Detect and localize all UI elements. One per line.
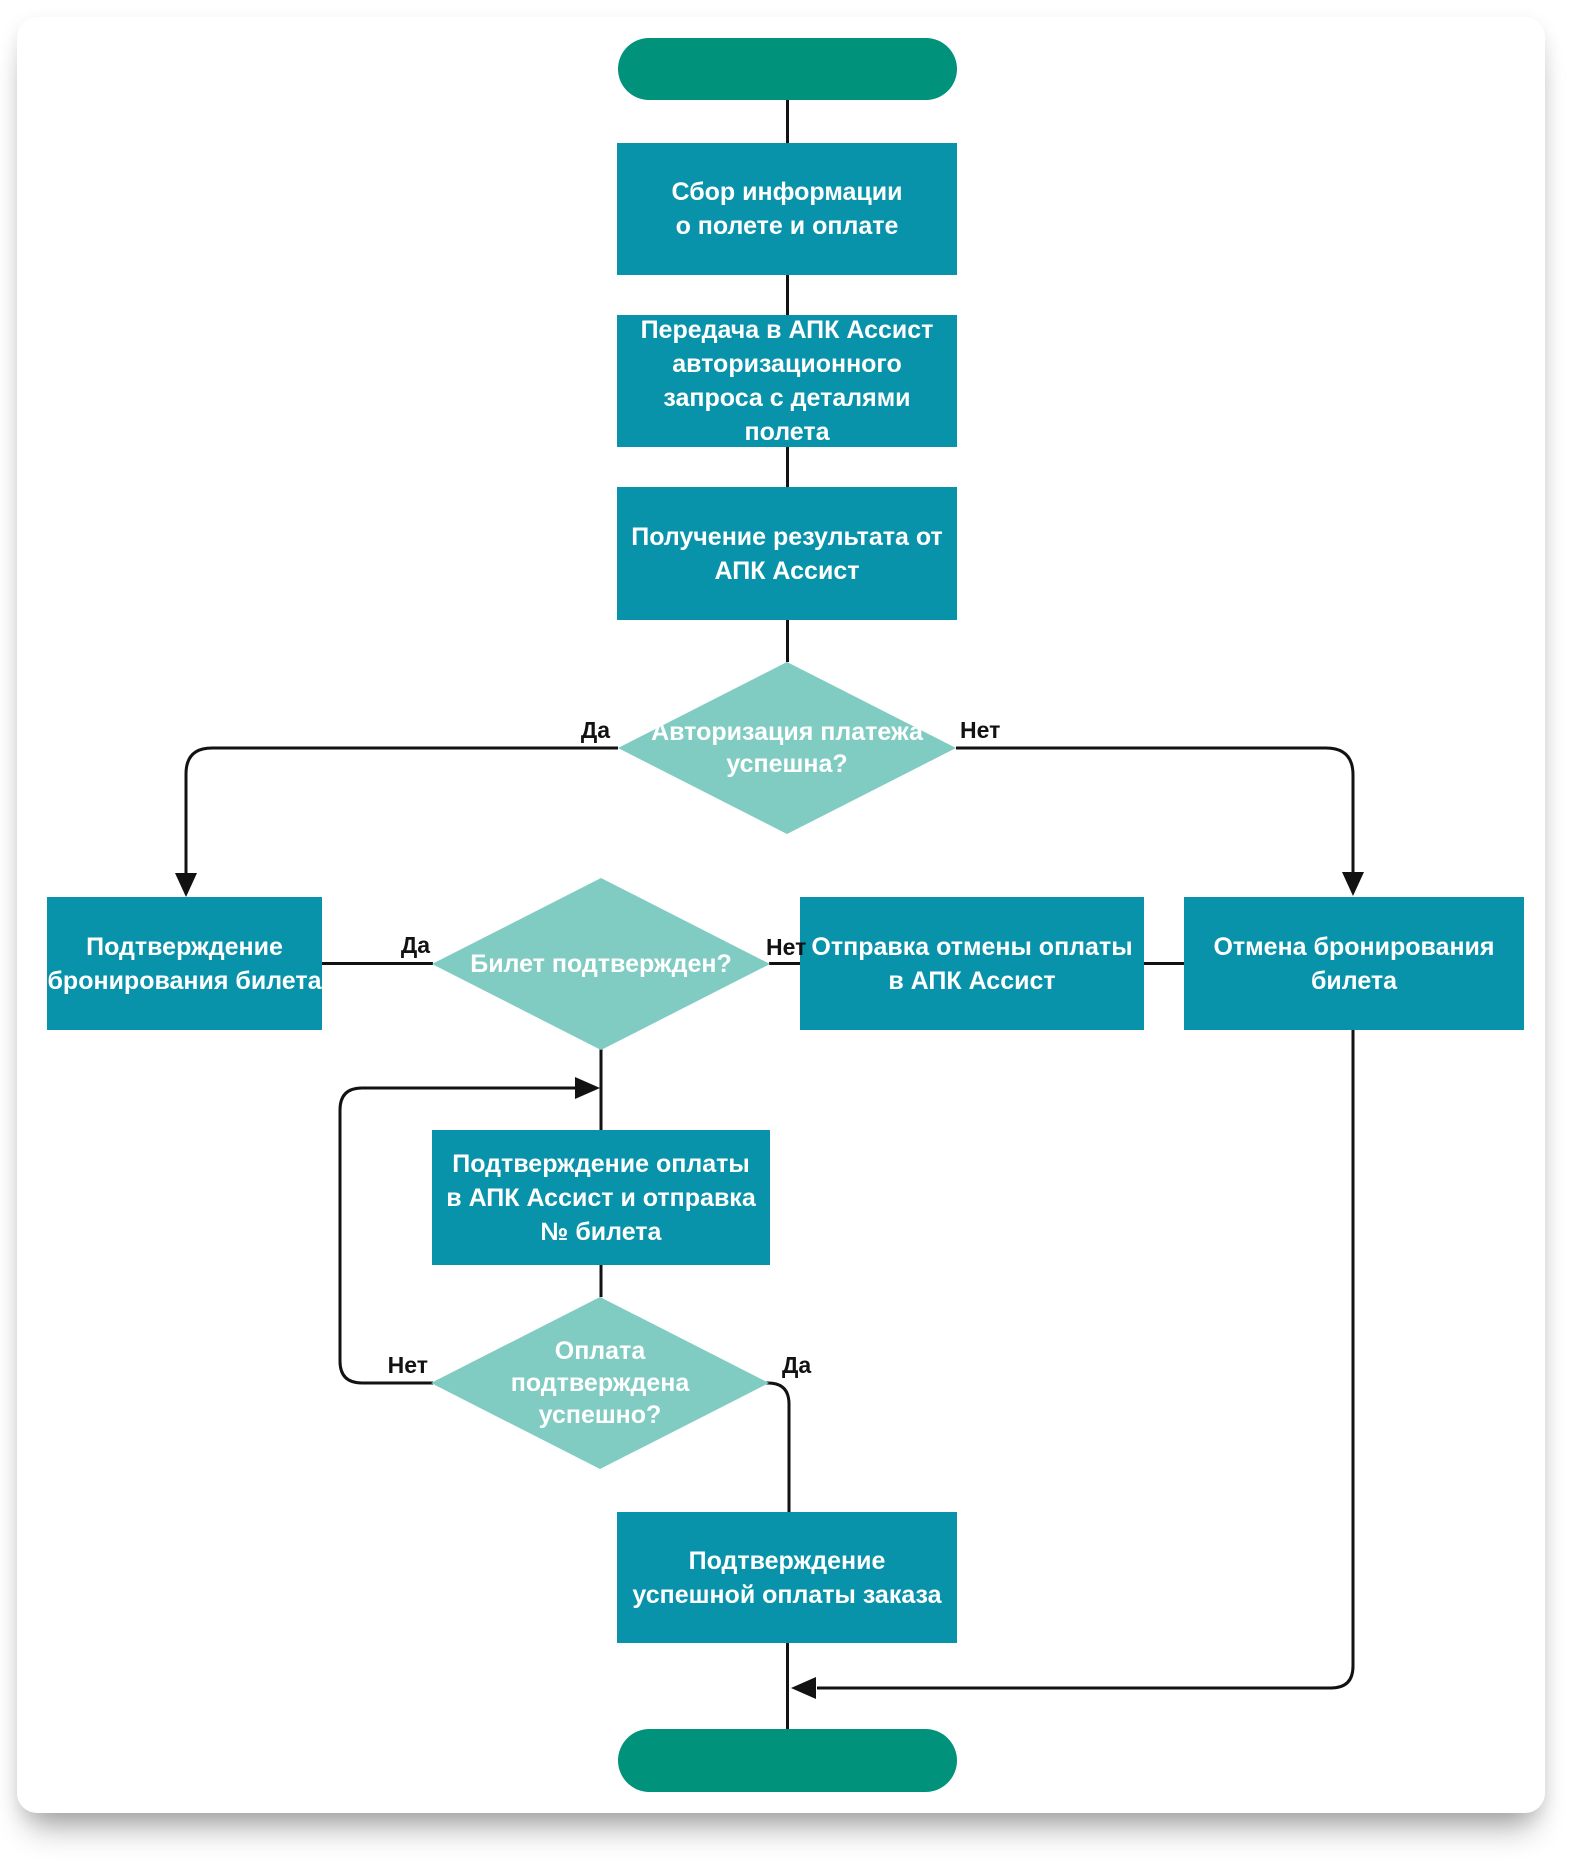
- edge-label-payment-yes: Да: [782, 1352, 812, 1378]
- edge-label-ticket-yes: Да: [400, 932, 430, 958]
- process-cancel-booking: Отмена бронирования билета: [1184, 897, 1524, 1030]
- arrowhead-end-merge: [791, 1677, 816, 1699]
- edge-payment-yes-to-confirm-order: [766, 1381, 791, 1512]
- process-confirm-payment: Подтверждение оплаты в АПК Ассист и отпр…: [432, 1130, 770, 1265]
- edge-label-auth-yes: Да: [580, 717, 610, 743]
- process-confirm-booking: Подтверждение бронирования билета: [47, 897, 322, 1030]
- edge-auth-no-to-cancel-booking: [956, 746, 1364, 896]
- process-collect-info: Сбор информации о полете и оплате: [617, 143, 957, 275]
- process-send-auth-request: Передача в АПК Ассист авторизационного з…: [617, 315, 957, 447]
- process-send-payment-cancel: Отправка отмены оплаты в АПК Ассист: [800, 897, 1144, 1030]
- arrowhead-confirm-booking: [175, 873, 197, 897]
- arrowhead-cancel-booking: [1342, 872, 1364, 896]
- process-receive-result: Получение результата от АПК Ассист: [617, 487, 957, 620]
- edge-cancel-booking-to-end: [791, 1030, 1355, 1699]
- edge-label-ticket-no: Нет: [766, 934, 807, 960]
- end-terminal: [618, 1729, 957, 1792]
- edge-label-payment-no: Нет: [387, 1352, 428, 1378]
- edge-auth-yes-to-confirm-booking: [175, 746, 618, 897]
- arrowhead-loop-merge: [575, 1077, 600, 1099]
- edge-payment-no-loop: [338, 1077, 600, 1385]
- start-terminal: [618, 38, 957, 100]
- process-confirm-order: Подтверждение успешной оплаты заказа: [617, 1512, 957, 1643]
- edge-label-auth-no: Нет: [960, 717, 1001, 743]
